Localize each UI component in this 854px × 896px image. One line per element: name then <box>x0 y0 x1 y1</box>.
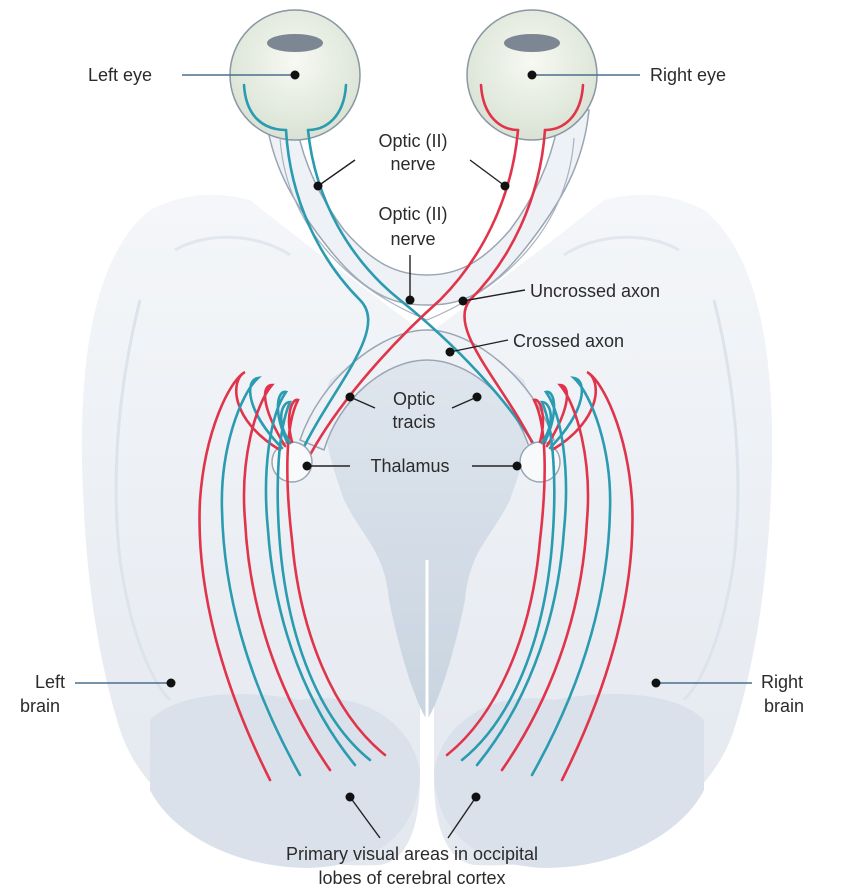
label-thalamus: Thalamus <box>370 456 449 476</box>
left-optic-radiation <box>198 370 387 782</box>
brain <box>81 194 773 868</box>
label-visual-areas-line1: Primary visual areas in occipital <box>286 844 538 864</box>
label-right-eye: Right eye <box>650 65 726 85</box>
label-optic-nerve-mid-line2: nerve <box>390 229 435 249</box>
label-left-brain-line2: brain <box>20 696 60 716</box>
labels: Left eye Right eye Optic (II) nerve Opti… <box>20 65 804 888</box>
label-visual-areas-line2: lobes of cerebral cortex <box>318 868 505 888</box>
label-optic-tracts-line1: Optic <box>393 389 435 409</box>
label-optic-nerve-top-line1: Optic (II) <box>378 131 447 151</box>
label-right-brain-line1: Right <box>761 672 803 692</box>
label-optic-tracts-line2: tracis <box>392 412 435 432</box>
midbrain-region <box>324 352 530 720</box>
optic-chiasm-tissue <box>264 109 590 452</box>
left-occipital-lobe <box>150 694 420 868</box>
label-right-brain-line2: brain <box>764 696 804 716</box>
right-optic-radiation <box>445 370 634 782</box>
nerve-fibers <box>284 128 547 457</box>
label-optic-nerve-top-line2: nerve <box>390 154 435 174</box>
right-eye-pupil <box>504 34 560 52</box>
right-occipital-lobe <box>434 694 704 868</box>
left-eye-pupil <box>267 34 323 52</box>
label-left-brain-line1: Left <box>35 672 65 692</box>
leader-lines <box>75 70 752 839</box>
label-left-eye: Left eye <box>88 65 152 85</box>
label-uncrossed-axon: Uncrossed axon <box>530 281 660 301</box>
label-crossed-axon: Crossed axon <box>513 331 624 351</box>
label-optic-nerve-mid-line1: Optic (II) <box>378 204 447 224</box>
